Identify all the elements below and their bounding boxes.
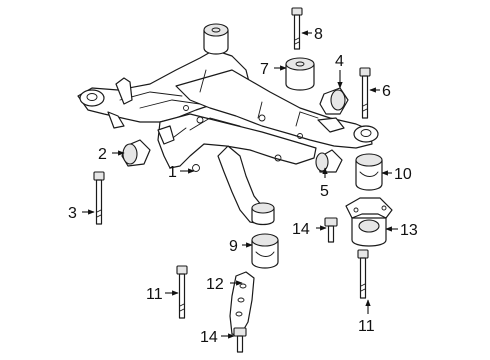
callout-2: 2 <box>98 146 107 163</box>
bushing-part-10 <box>355 153 383 191</box>
bushing-part-2 <box>121 139 151 167</box>
callout-9: 9 <box>229 238 238 255</box>
bolt-part-8 <box>291 7 303 50</box>
callout-13: 13 <box>400 222 418 239</box>
leader-lines <box>82 30 398 339</box>
bushing-part-5 <box>315 149 343 173</box>
link-bracket-part-12 <box>229 271 255 337</box>
callout-10: 10 <box>394 166 412 183</box>
bracket-part-13 <box>345 197 393 247</box>
bolt-part-11-right <box>357 249 369 299</box>
bolt-part-14-upper <box>324 217 338 243</box>
bushing-part-9 <box>251 233 279 269</box>
bolt-part-11-left <box>176 265 188 319</box>
callout-labels: 1 2 3 4 5 6 7 8 9 10 11 11 12 13 14 14 <box>68 26 418 346</box>
callout-14-lower: 14 <box>200 329 218 346</box>
bushing-part-4 <box>319 87 349 115</box>
callout-11-left: 11 <box>146 286 163 303</box>
callout-14-upper: 14 <box>292 221 310 238</box>
bolt-part-6 <box>359 67 371 119</box>
callout-4: 4 <box>335 53 344 70</box>
subframe-assembly <box>77 23 379 226</box>
callout-3: 3 <box>68 205 77 222</box>
callout-8: 8 <box>314 26 323 43</box>
bolt-part-14-lower <box>233 327 247 353</box>
callout-11-right: 11 <box>358 318 375 335</box>
callout-1: 1 <box>168 164 177 181</box>
bushing-part-7 <box>285 57 315 91</box>
bolt-part-3 <box>93 171 105 225</box>
callout-6: 6 <box>382 83 391 100</box>
callout-7: 7 <box>260 61 269 78</box>
callout-12: 12 <box>206 276 224 293</box>
callout-5: 5 <box>320 183 329 200</box>
